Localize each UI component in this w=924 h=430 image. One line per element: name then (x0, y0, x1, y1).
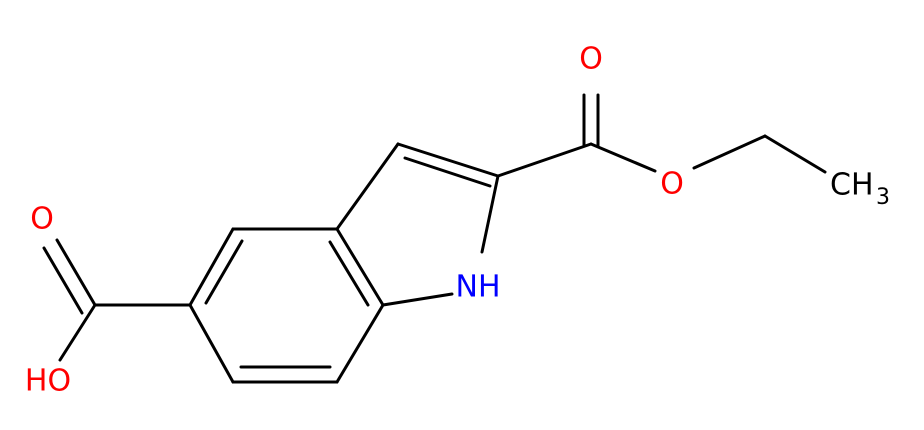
bond-c2-n1 (480, 174, 500, 254)
bond-c-oester (589, 142, 657, 173)
bond-c3a-c3 (335, 142, 400, 231)
atom-label-nh: NH (456, 270, 501, 305)
bond-cacid-o-double-1 (55, 238, 97, 307)
atom-label-carbonyl-o-ester: O (579, 42, 603, 77)
atom-label-methyl-subscript: 3 (876, 185, 890, 210)
bond-c3-c2-inner (403, 156, 492, 188)
bond-c7a-n1 (381, 292, 454, 307)
bond-c3a-c7a (335, 227, 385, 307)
bond-c5-c4-inner (204, 239, 244, 305)
bond-oester-ch2 (692, 134, 767, 170)
atom-label-methyl: CH (830, 168, 874, 203)
benzene-ring (188, 227, 385, 384)
ethyl-ester-group (496, 93, 827, 178)
bond-c2-ccarbonyl (496, 142, 593, 178)
pyrrole-ring (335, 142, 500, 307)
bond-ch2-ch3 (763, 134, 827, 174)
bond-c5-c4 (188, 227, 235, 307)
bond-c6-c5 (188, 303, 235, 384)
atom-label-carbonyl-o-acid: O (30, 202, 54, 237)
bond-c3a-c7a-inner (328, 240, 370, 307)
atom-label-ester-o: O (660, 167, 684, 202)
bond-c3-c2 (396, 142, 500, 178)
bond-cacid-o-double-2 (42, 246, 84, 315)
carboxylic-acid-group (42, 238, 192, 362)
bond-c7a-c7 (335, 303, 385, 384)
atom-label-hydroxyl: HO (25, 364, 71, 399)
bond-cacid-oh (58, 303, 97, 362)
